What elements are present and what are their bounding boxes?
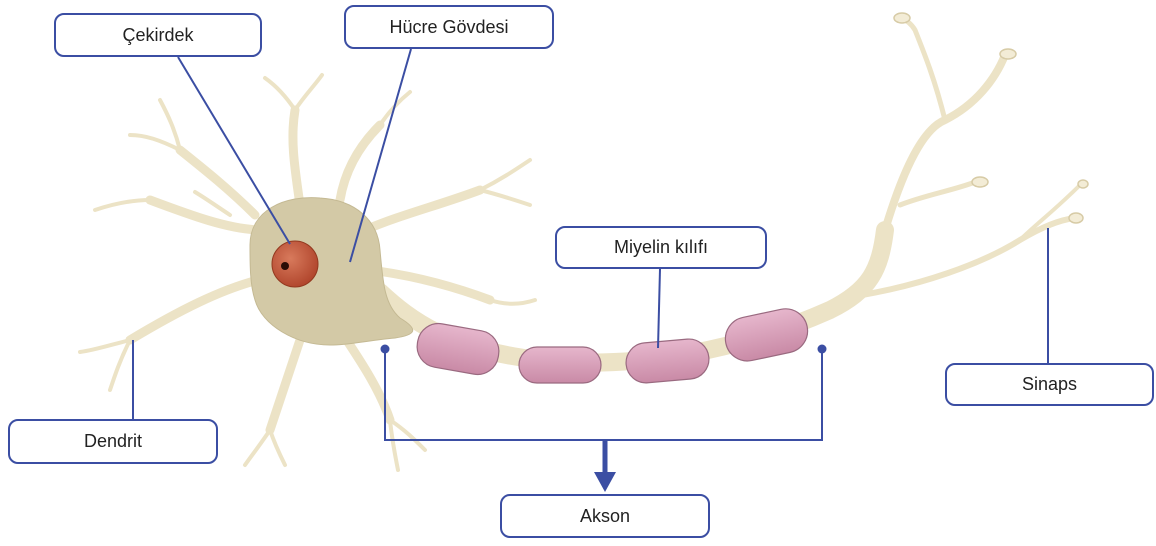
myelin-sheath [414,305,812,385]
myelin-segment [519,347,601,383]
dendrite-label: Dendrit [8,419,218,464]
myelin-segment [624,337,710,384]
myelin-segment [414,320,502,378]
myelin-leader-line [658,269,660,348]
axon-bracket-start-dot [381,345,390,354]
myelin-sheath-label: Miyelin kılıfı [555,226,767,269]
synapse-label: Sinaps [945,363,1154,406]
axon-arrow-head [594,472,616,492]
cell-body-label: Hücre Gövdesi [344,5,554,49]
myelin-segment [721,305,811,365]
nucleus-label: Çekirdek [54,13,262,57]
nucleus [272,241,318,287]
axon-bracket-end-dot [818,345,827,354]
axon-label: Akson [500,494,710,538]
nucleolus [281,262,289,270]
